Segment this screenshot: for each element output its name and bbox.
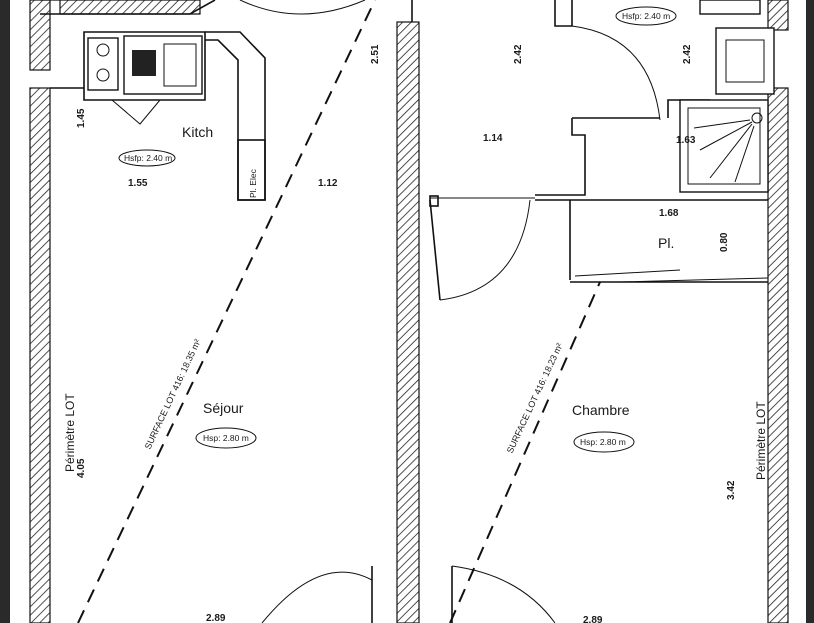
shower-spray [693, 119, 755, 183]
chambre-height-badge [573, 431, 635, 453]
chambre-surface-label: SURFACE LOT 416: 18.23 m² [505, 342, 565, 455]
dim-1-12: 1.12 [318, 178, 338, 189]
top-right-wall [767, 0, 789, 31]
dim-2-51: 2.51 [370, 44, 381, 64]
left-outer-wall [29, 87, 51, 623]
bath-height: Hsfp: 2.40 m [622, 11, 670, 21]
chambre-height: Hsp: 2.80 m [580, 437, 626, 447]
dim-0-80: 0.80 [719, 232, 730, 252]
sejour-height-badge [195, 427, 257, 449]
placard-sliding-door [574, 269, 769, 283]
placard-outline [535, 199, 768, 283]
kitchen-height: Hsfp: 2.40 m [124, 153, 172, 163]
kitchen-cupboard-door [111, 99, 161, 125]
shower-head [751, 112, 763, 124]
sejour-bottom-door-arc [261, 571, 373, 623]
kitchen-top-outline [40, 0, 216, 15]
dim-3-42: 3.42 [726, 480, 737, 500]
dim-1-63: 1.63 [676, 135, 696, 146]
chambre-door-arc [439, 199, 531, 301]
sejour-top-door-arc [239, 0, 366, 15]
sink-drain [132, 50, 156, 76]
dim-1-55: 1.55 [128, 178, 148, 189]
dim-1-68: 1.68 [659, 208, 679, 219]
washbasin-bowl [725, 39, 765, 83]
elec-closet [237, 139, 266, 201]
dim-2-89-b: 2.89 [583, 615, 603, 623]
bath-door-arc [571, 25, 661, 121]
right-scan-edge [806, 0, 814, 623]
chambre-bottom-door-arc [451, 565, 556, 623]
dim-4-05: 4.05 [76, 458, 87, 478]
sink-basin [163, 43, 197, 87]
washbasin [715, 27, 775, 95]
right-outer-wall [767, 87, 789, 623]
stove-burner-bottom [96, 68, 110, 82]
elec-label: Pl. Elec [248, 168, 258, 198]
dim-2-89-a: 2.89 [206, 613, 226, 623]
chambre-label: Chambre [572, 402, 630, 418]
kitchen-height-badge [118, 149, 176, 167]
kitchen-label: Kitch [182, 124, 213, 140]
sejour-surface-diagonal [77, 0, 376, 623]
kitchen-top-wall [40, 0, 201, 15]
sejour-surface-label: SURFACE LOT 416: 18.35 m² [143, 338, 203, 451]
central-wall [396, 21, 420, 623]
dim-1-45: 1.45 [76, 108, 87, 128]
bath-wall-upper [554, 0, 573, 27]
dim-1-14: 1.14 [483, 133, 503, 144]
top-left-wall [29, 0, 51, 71]
stove [87, 37, 119, 91]
dim-2-42-a: 2.42 [513, 44, 524, 64]
sejour-height: Hsp: 2.80 m [203, 433, 249, 443]
chambre-door-jamb [429, 195, 439, 207]
bath-height-badge [615, 6, 677, 26]
kitchen-counter [83, 31, 206, 101]
chambre-door-leaf [429, 199, 441, 301]
left-scan-edge [0, 0, 10, 623]
toilet-bowl [699, 0, 761, 15]
shower-inner [687, 107, 761, 185]
chambre-surface-diagonal [449, 281, 601, 623]
placard-label: Pl. [658, 235, 674, 251]
bath-partition [535, 118, 586, 196]
stove-burner-top [96, 43, 110, 57]
dim-2-42-b: 2.42 [682, 44, 693, 64]
right-perimeter-label: Périmètre LOT [754, 401, 768, 480]
left-perimeter-label: Périmètre LOT [63, 393, 77, 472]
sejour-label: Séjour [203, 400, 244, 416]
